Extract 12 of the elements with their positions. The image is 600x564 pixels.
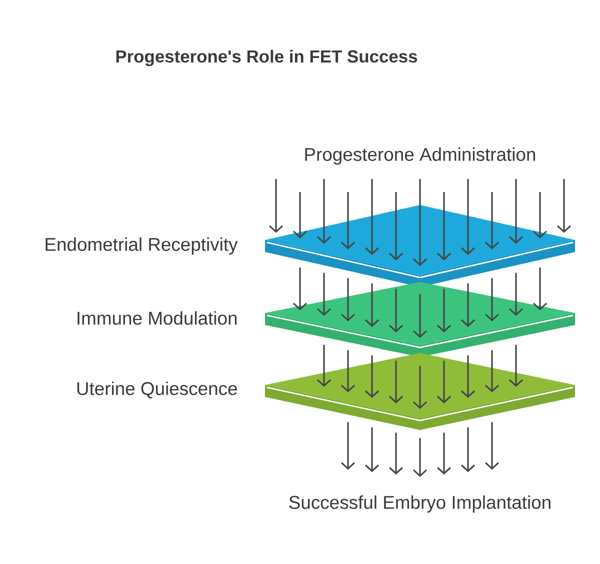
arrow	[460, 427, 476, 472]
layer-label: Uterine Quiescence	[77, 382, 237, 398]
arrow	[484, 422, 500, 470]
arrow	[388, 432, 404, 475]
arrow	[412, 438, 428, 477]
layer-label: Endometrial Receptivity	[46, 237, 238, 255]
stage-text: Progesterone Administration	[305, 147, 536, 165]
arrow	[364, 427, 380, 472]
stage-text: Successful Embryo Implantation	[289, 495, 550, 513]
layer-label: Immune Modulation	[78, 311, 237, 325]
title: Progesterone's Role in FET Success	[116, 50, 418, 66]
arrow	[340, 422, 356, 470]
